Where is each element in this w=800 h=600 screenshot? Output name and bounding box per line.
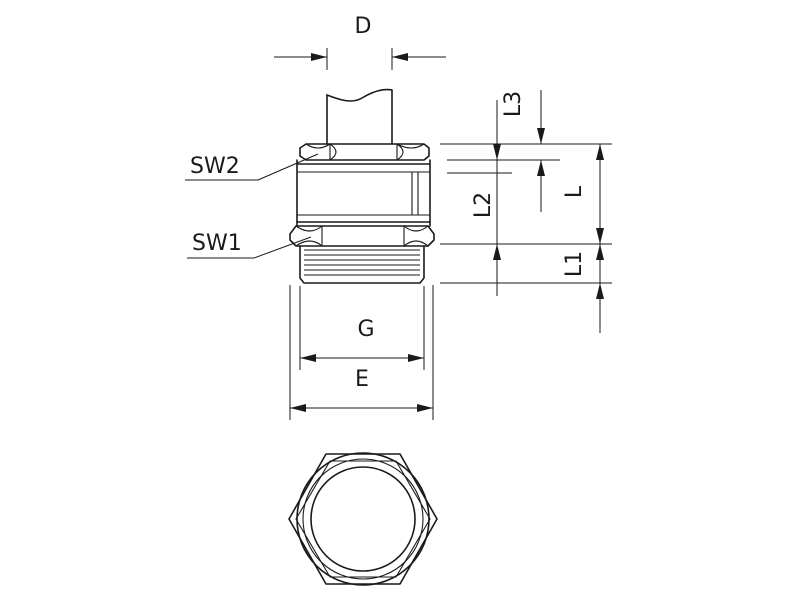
- label-d: D: [355, 14, 372, 39]
- cable: [326, 88, 393, 145]
- label-l1: L1: [562, 251, 587, 277]
- dome-nut-sw2: [299, 143, 430, 161]
- dimension-l1: L1: [562, 244, 604, 333]
- top-view-hex: [288, 452, 438, 586]
- dimension-g: G: [299, 286, 425, 370]
- label-l3: L3: [501, 91, 526, 117]
- label-sw1: SW1: [192, 231, 242, 256]
- leader-sw1: SW1: [187, 231, 312, 259]
- dimension-l: L: [562, 144, 604, 244]
- dimension-l2: L2: [471, 100, 501, 296]
- leader-sw2: SW2: [185, 153, 319, 181]
- thread-g: [299, 245, 425, 284]
- gland-body: [296, 159, 431, 227]
- extension-lines: [440, 143, 612, 284]
- label-l2: L2: [471, 192, 496, 218]
- label-g: G: [357, 317, 374, 342]
- dimension-l3: L3: [501, 90, 545, 212]
- dimension-e: E: [289, 285, 434, 420]
- dimension-d: D: [274, 14, 446, 70]
- label-e: E: [355, 367, 369, 392]
- label-l: L: [562, 185, 587, 198]
- label-sw2: SW2: [190, 154, 240, 179]
- hex-sw1: [289, 225, 435, 247]
